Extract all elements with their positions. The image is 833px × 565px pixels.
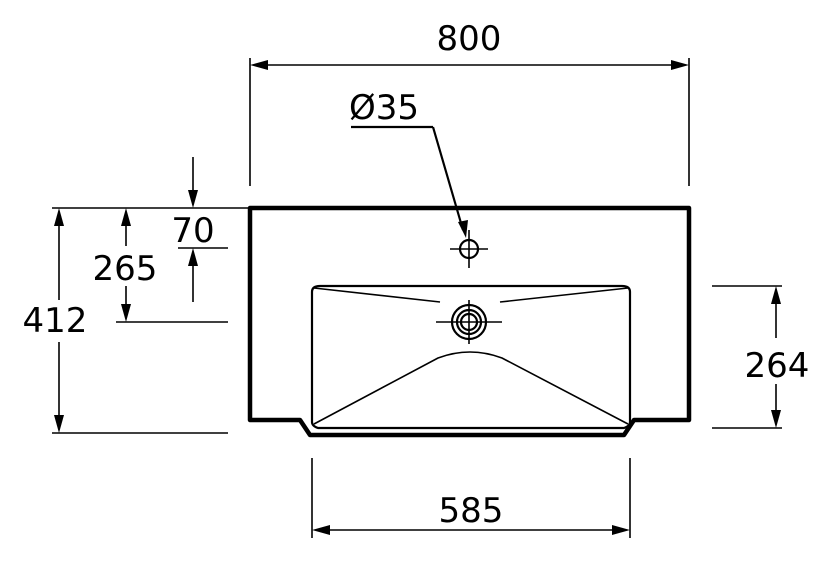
tap-hole <box>450 230 488 268</box>
dimension-label-bowl-width: 585 <box>439 491 504 531</box>
dimension-label-tap-hole-diameter: Ø35 <box>349 88 419 128</box>
dimension-bowl-width: 585 <box>311 458 631 538</box>
dimension-drain-offset: 265 <box>93 208 228 323</box>
dimension-bowl-depth: 264 <box>712 285 810 429</box>
drain-hole <box>436 300 502 344</box>
dimension-label-tap-hole-offset: 70 <box>171 211 214 251</box>
dimension-tap-hole-offset: 70 <box>171 157 248 302</box>
basin-bowl <box>310 284 632 430</box>
dimension-label-bowl-depth: 264 <box>745 346 810 386</box>
dimension-label-drain-offset: 265 <box>93 249 158 289</box>
basin-outline <box>247 205 692 438</box>
dimension-total-width: 800 <box>249 19 690 186</box>
dimension-total-depth: 412 <box>23 207 228 434</box>
dimension-label-total-depth: 412 <box>23 301 88 341</box>
dimension-tap-hole-diameter: Ø35 <box>349 88 468 238</box>
dimension-label-total-width: 800 <box>437 19 502 59</box>
